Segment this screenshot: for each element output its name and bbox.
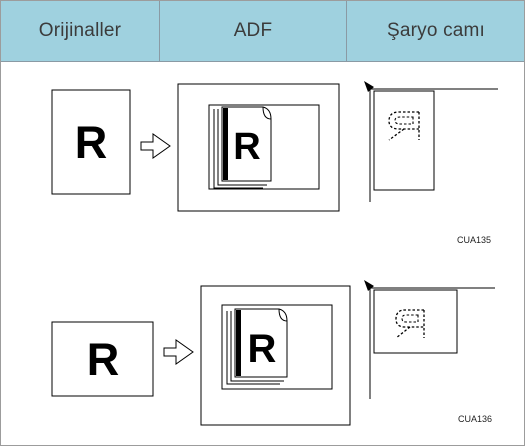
figure-portrait: R R bbox=[51, 81, 498, 212]
header-divider bbox=[346, 1, 347, 61]
original-document-landscape bbox=[51, 321, 154, 397]
header-exposure-glass: Şaryo camı bbox=[386, 20, 486, 41]
corner-mark-icon bbox=[364, 81, 374, 92]
figure-code: CUA136 bbox=[458, 414, 493, 424]
original-document-portrait bbox=[51, 89, 131, 195]
header-originals: Orijinaller bbox=[38, 20, 122, 41]
figure-landscape: R R bbox=[51, 280, 495, 426]
adf-letter: R bbox=[248, 327, 277, 371]
adf-sheet bbox=[234, 308, 288, 378]
document-letter: R bbox=[75, 117, 108, 168]
adf-sheet bbox=[221, 106, 272, 182]
glass-document-portrait bbox=[373, 90, 435, 191]
document-letter: R bbox=[87, 334, 120, 385]
figure-code: CUA135 bbox=[457, 235, 492, 245]
mirrored-letter-outline bbox=[388, 111, 420, 141]
header-divider bbox=[159, 1, 160, 61]
arrow-icon bbox=[163, 339, 194, 365]
arrow-icon bbox=[140, 133, 171, 159]
adf-letter: R bbox=[233, 126, 260, 168]
mirrored-letter-outline bbox=[395, 309, 425, 339]
header-adf: ADF bbox=[233, 20, 273, 41]
corner-mark-icon bbox=[364, 280, 374, 291]
table-header: Orijinaller ADF Şaryo camı bbox=[1, 1, 524, 62]
